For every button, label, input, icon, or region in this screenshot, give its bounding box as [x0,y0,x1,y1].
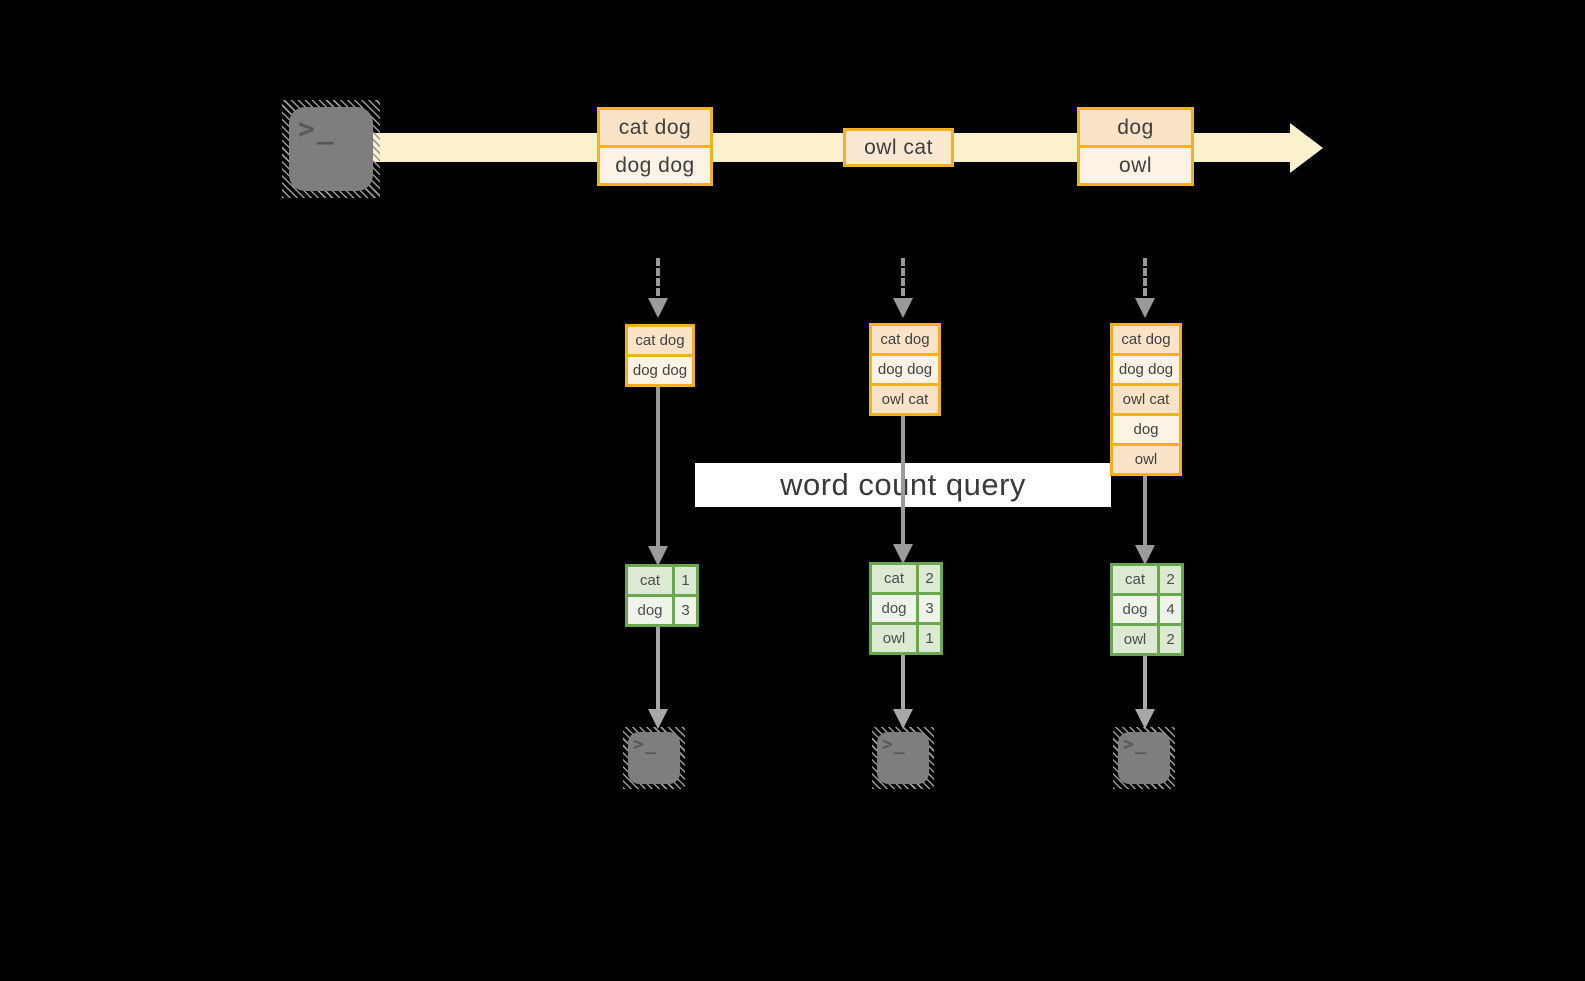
result-word: cat [1113,566,1157,593]
input-row: cat dog [872,326,938,353]
terminal-face [877,732,929,784]
batch-record: dog [1080,110,1191,145]
terminal-prompt-glyph: >_ [633,734,657,755]
terminal-face [289,107,373,191]
input-row: cat dog [1113,326,1179,353]
flow-arrow [656,387,660,546]
result-table-3: cat 2 dog 4 owl 2 [1110,563,1184,656]
flow-arrow-dashed [1143,258,1147,296]
sink-terminal-icon: >_ [872,727,934,789]
result-table-2: cat 2 dog 3 owl 1 [869,562,943,655]
result-word: cat [628,567,672,594]
flow-arrow [1143,476,1147,545]
input-row: owl [1113,446,1179,473]
flow-arrow [1143,656,1147,709]
result-count: 4 [1160,596,1181,623]
sink-terminal-icon: >_ [623,727,685,789]
terminal-prompt-glyph: >_ [1123,734,1147,755]
arrowhead-icon [648,546,668,566]
input-row: owl cat [872,386,938,413]
terminal-prompt-glyph: >_ [882,734,906,755]
sink-terminal-icon: >_ [1113,727,1175,789]
terminal-prompt-glyph: >_ [298,112,336,145]
result-word: dog [1113,596,1157,623]
source-terminal-icon: >_ [282,100,380,198]
result-word: dog [872,595,916,622]
arrowhead-icon [893,544,913,564]
result-count: 3 [919,595,940,622]
result-count: 2 [919,565,940,592]
input-table-3: cat dog dog dog owl cat dog owl [1110,323,1182,476]
result-word: owl [1113,626,1157,653]
stream-batch-2: owl cat [843,128,954,167]
batch-record: dog dog [600,148,710,183]
result-word: cat [872,565,916,592]
arrowhead-icon [1135,545,1155,565]
arrowhead-icon [893,709,913,729]
flow-arrow-dashed [656,258,660,296]
stream-batch-3: dog owl [1077,107,1194,186]
input-row: owl cat [1113,386,1179,413]
arrowhead-icon [648,709,668,729]
stream-arrowhead-icon [1290,123,1323,173]
stream-batch-1: cat dog dog dog [597,107,713,186]
result-count: 2 [1160,626,1181,653]
input-row: dog dog [872,356,938,383]
input-row: dog dog [1113,356,1179,383]
result-word: owl [872,625,916,652]
result-count: 1 [919,625,940,652]
input-table-2: cat dog dog dog owl cat [869,323,941,416]
terminal-face [1118,732,1170,784]
result-word: dog [628,597,672,624]
result-table-1: cat 1 dog 3 [625,564,699,627]
result-count: 1 [675,567,696,594]
arrowhead-icon [893,298,913,318]
result-count: 3 [675,597,696,624]
result-count: 2 [1160,566,1181,593]
terminal-face [628,732,680,784]
flow-arrow-dashed [901,258,905,296]
arrowhead-icon [648,298,668,318]
input-row: cat dog [628,327,692,354]
batch-record: owl [1080,148,1191,183]
input-row: dog [1113,416,1179,443]
flow-arrow [901,655,905,709]
input-table-1: cat dog dog dog [625,324,695,387]
flow-arrow [901,416,905,544]
batch-record: cat dog [600,110,710,145]
arrowhead-icon [1135,298,1155,318]
input-row: dog dog [628,357,692,384]
flow-arrow [656,627,660,709]
batch-record: owl cat [846,131,951,164]
arrowhead-icon [1135,709,1155,729]
